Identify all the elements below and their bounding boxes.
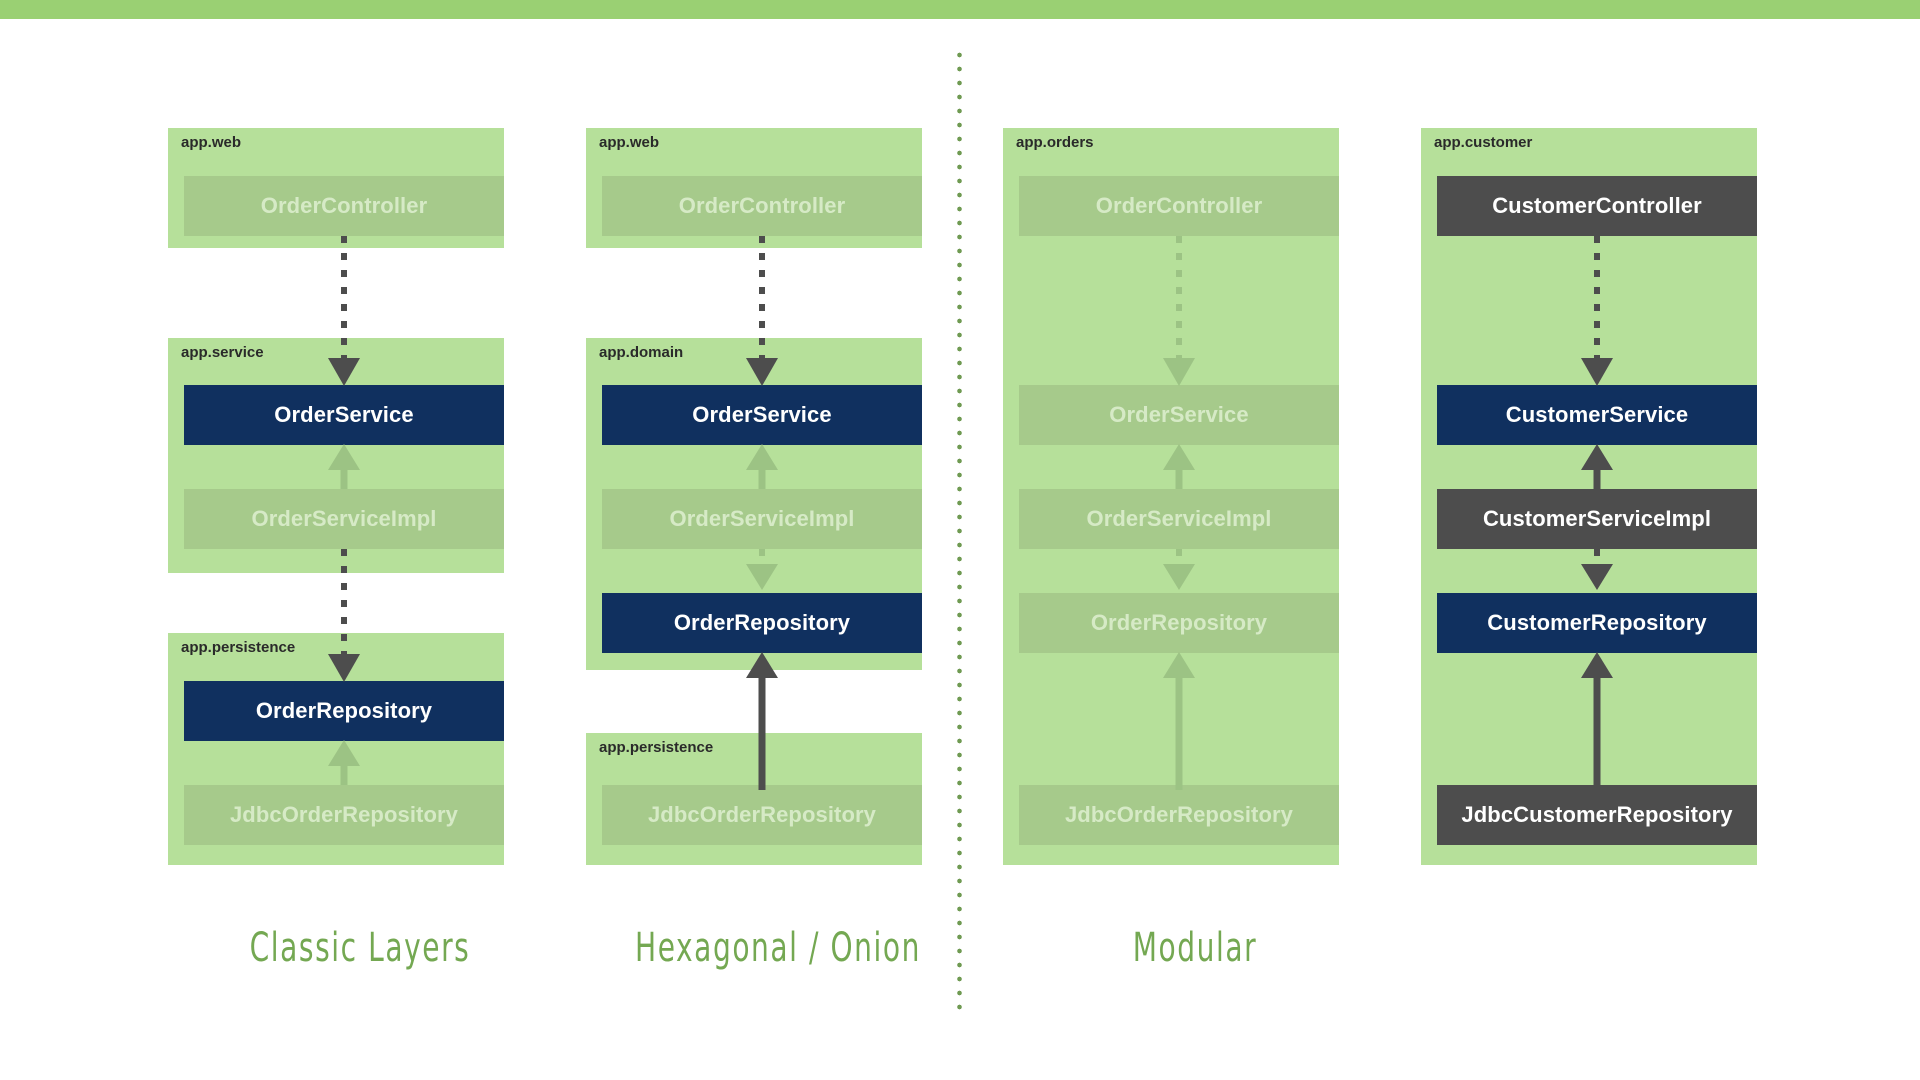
package-tab-label: app.persistence bbox=[168, 633, 320, 661]
class-box-orderrepository[interactable]: OrderRepository bbox=[602, 593, 922, 653]
class-box-orderservice[interactable]: OrderService bbox=[602, 385, 922, 445]
class-box-customerrepository[interactable]: CustomerRepository bbox=[1437, 593, 1757, 653]
caption-hexagonal-onion: Hexagonal / Onion bbox=[635, 925, 921, 971]
package-tab-label: app.customer bbox=[1421, 128, 1573, 156]
class-box-ordercontroller[interactable]: OrderController bbox=[602, 176, 922, 236]
class-box-ordercontroller[interactable]: OrderController bbox=[184, 176, 504, 236]
package-tab-label: app.web bbox=[586, 128, 738, 156]
class-box-customerserviceimpl[interactable]: CustomerServiceImpl bbox=[1437, 489, 1757, 549]
class-box-jdborderrepository[interactable]: JdbcOrderRepository bbox=[1019, 785, 1339, 845]
class-box-jdbccustomerrepository[interactable]: JdbcCustomerRepository bbox=[1437, 785, 1757, 845]
section-divider bbox=[957, 48, 962, 1018]
class-box-orderrepository[interactable]: OrderRepository bbox=[184, 681, 504, 741]
caption-modular: Modular bbox=[1132, 925, 1258, 971]
class-box-orderserviceimpl[interactable]: OrderServiceImpl bbox=[602, 489, 922, 549]
class-box-customercontroller[interactable]: CustomerController bbox=[1437, 176, 1757, 236]
class-box-orderservice[interactable]: OrderService bbox=[184, 385, 504, 445]
class-box-orderserviceimpl[interactable]: OrderServiceImpl bbox=[184, 489, 504, 549]
class-box-ordercontroller[interactable]: OrderController bbox=[1019, 176, 1339, 236]
class-box-orderrepository[interactable]: OrderRepository bbox=[1019, 593, 1339, 653]
column-classic-layers: app.web OrderController app.service Orde… bbox=[150, 0, 570, 1080]
package-tab-label: app.domain bbox=[586, 338, 738, 366]
package-tab-label: app.persistence bbox=[586, 733, 738, 761]
column-hexagonal-onion: app.web OrderController app.domain Order… bbox=[568, 0, 988, 1080]
top-accent-bar bbox=[0, 0, 1920, 19]
class-box-customerservice[interactable]: CustomerService bbox=[1437, 385, 1757, 445]
package-tab-label: app.service bbox=[168, 338, 320, 366]
class-box-orderservice[interactable]: OrderService bbox=[1019, 385, 1339, 445]
package-tab-label: app.web bbox=[168, 128, 320, 156]
column-modular-customer: app.customer CustomerController Customer… bbox=[1403, 0, 1823, 1080]
caption-classic-layers: Classic Layers bbox=[249, 925, 471, 971]
column-modular-orders: app.orders OrderController OrderService … bbox=[985, 0, 1405, 1080]
package-tab-label: app.orders bbox=[1003, 128, 1155, 156]
class-box-jdborderrepository[interactable]: JdbcOrderRepository bbox=[602, 785, 922, 845]
class-box-orderserviceimpl[interactable]: OrderServiceImpl bbox=[1019, 489, 1339, 549]
class-box-jdborderrepository[interactable]: JdbcOrderRepository bbox=[184, 785, 504, 845]
